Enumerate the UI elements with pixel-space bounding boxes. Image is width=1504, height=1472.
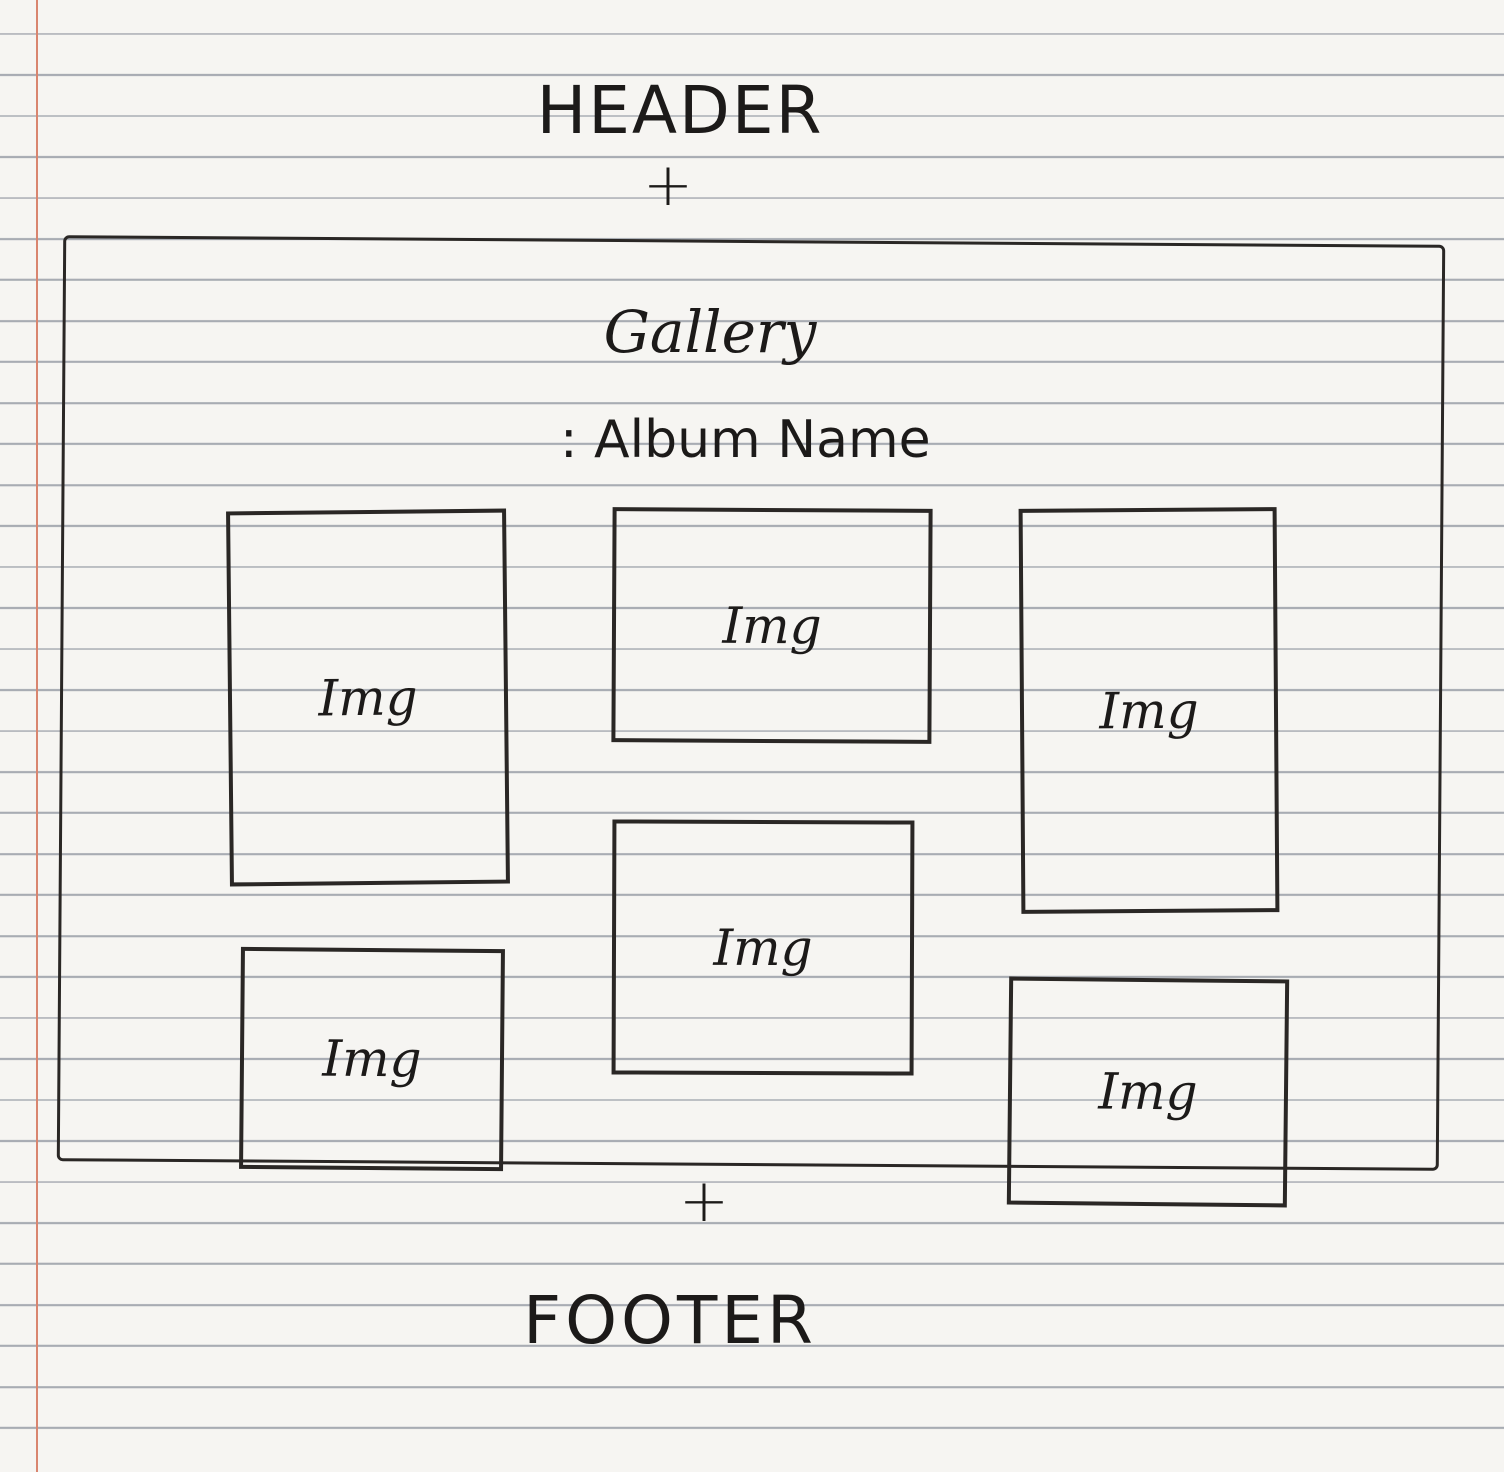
- image-label: Img: [713, 918, 813, 977]
- image-label: Img: [1098, 1062, 1198, 1122]
- image-placeholder-4: Img: [611, 819, 915, 1076]
- image-placeholder-1: Img: [226, 508, 510, 887]
- image-placeholder-6: Img: [1006, 976, 1290, 1208]
- header-plus-sign: +: [642, 150, 694, 220]
- footer-label: FOOTER: [523, 1282, 817, 1359]
- footer-plus-sign: +: [678, 1166, 730, 1236]
- header-label: HEADER: [536, 72, 824, 149]
- paper-margin-line: [36, 0, 38, 1472]
- image-label: Img: [318, 667, 418, 728]
- image-placeholder-5: Img: [239, 946, 505, 1172]
- image-label: Img: [722, 596, 822, 655]
- gallery-title: Gallery: [603, 298, 817, 366]
- image-label: Img: [322, 1029, 422, 1089]
- image-placeholder-2: Img: [611, 507, 933, 744]
- image-placeholder-3: Img: [1018, 507, 1280, 914]
- image-label: Img: [1099, 681, 1199, 740]
- album-name: : Album Name: [560, 410, 931, 470]
